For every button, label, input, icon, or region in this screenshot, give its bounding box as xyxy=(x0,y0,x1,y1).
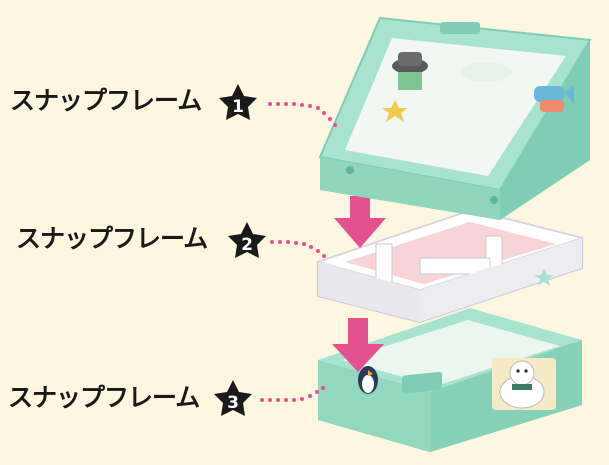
down-arrow-icon xyxy=(332,318,384,372)
badge-number-1: 1 xyxy=(232,97,244,117)
penguin-sticker-icon xyxy=(358,366,378,394)
badge-number-2: 2 xyxy=(241,235,253,255)
hat-sticker-icon xyxy=(382,52,428,122)
leader-line-3 xyxy=(260,386,325,402)
cat-sticker-icon xyxy=(460,62,512,82)
leader-line-2 xyxy=(270,240,326,258)
snap-frame-3-label: スナップフレーム xyxy=(8,383,200,412)
snap-frame-2 xyxy=(315,208,585,324)
leader-lines xyxy=(260,102,337,402)
down-arrow-icon xyxy=(334,196,386,248)
star-badge-icon: 2 xyxy=(228,222,266,258)
star-badge-icon: 1 xyxy=(219,84,257,120)
leader-line-1 xyxy=(268,102,337,127)
star-badge-icon: 3 xyxy=(214,380,252,416)
snap-frame-1 xyxy=(318,16,592,220)
polar-bear-sticker-icon xyxy=(492,358,556,410)
fish-sticker-icon xyxy=(534,86,574,112)
snap-frame-3 xyxy=(318,308,582,452)
snap-frame-2-label: スナップフレーム xyxy=(16,224,208,253)
badge-number-3: 3 xyxy=(227,393,239,413)
snap-frame-1-label: スナップフレーム xyxy=(10,86,202,115)
